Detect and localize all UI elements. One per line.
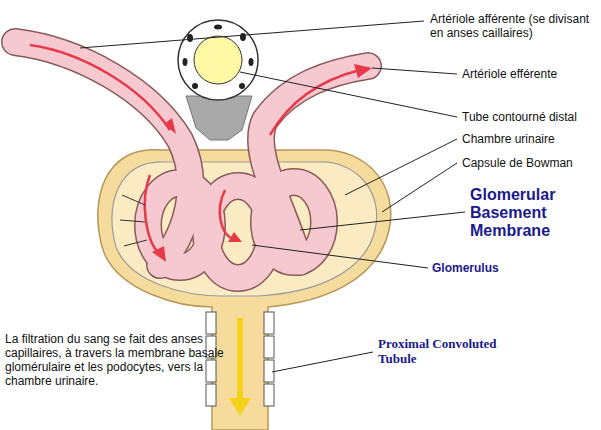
arteriole-label: Artériole afférente (se divisant en anse…: [430, 12, 595, 40]
capsule-label: Capsule de Bowman: [462, 156, 597, 170]
distal-tubule: [178, 20, 258, 100]
chamber-label: Chambre urinaire: [462, 132, 597, 146]
arteriole-label: Artériole efférente: [462, 67, 597, 81]
macula-densa: [186, 96, 252, 140]
filtration-note: La filtration du sang se fait des anses …: [5, 332, 225, 388]
tubule-label: Proximal Convoluted Tubule: [378, 336, 538, 366]
filtration-arrows: [120, 195, 147, 246]
tubule-lumen: [194, 36, 242, 84]
membrane-label: Glomerular Basement Membrane: [470, 186, 595, 240]
blood-arrowheads: [152, 64, 372, 262]
tubule-nuclei: [183, 25, 254, 90]
leader-lines: [80, 21, 465, 372]
bowman-capsule: [98, 150, 391, 430]
glomerulus-label: Glomerulus: [432, 261, 552, 275]
filtrate-arrowhead: [229, 398, 251, 416]
filtrate-arrow: [237, 318, 243, 400]
tubule-label: Tube contourné distal: [462, 110, 597, 124]
